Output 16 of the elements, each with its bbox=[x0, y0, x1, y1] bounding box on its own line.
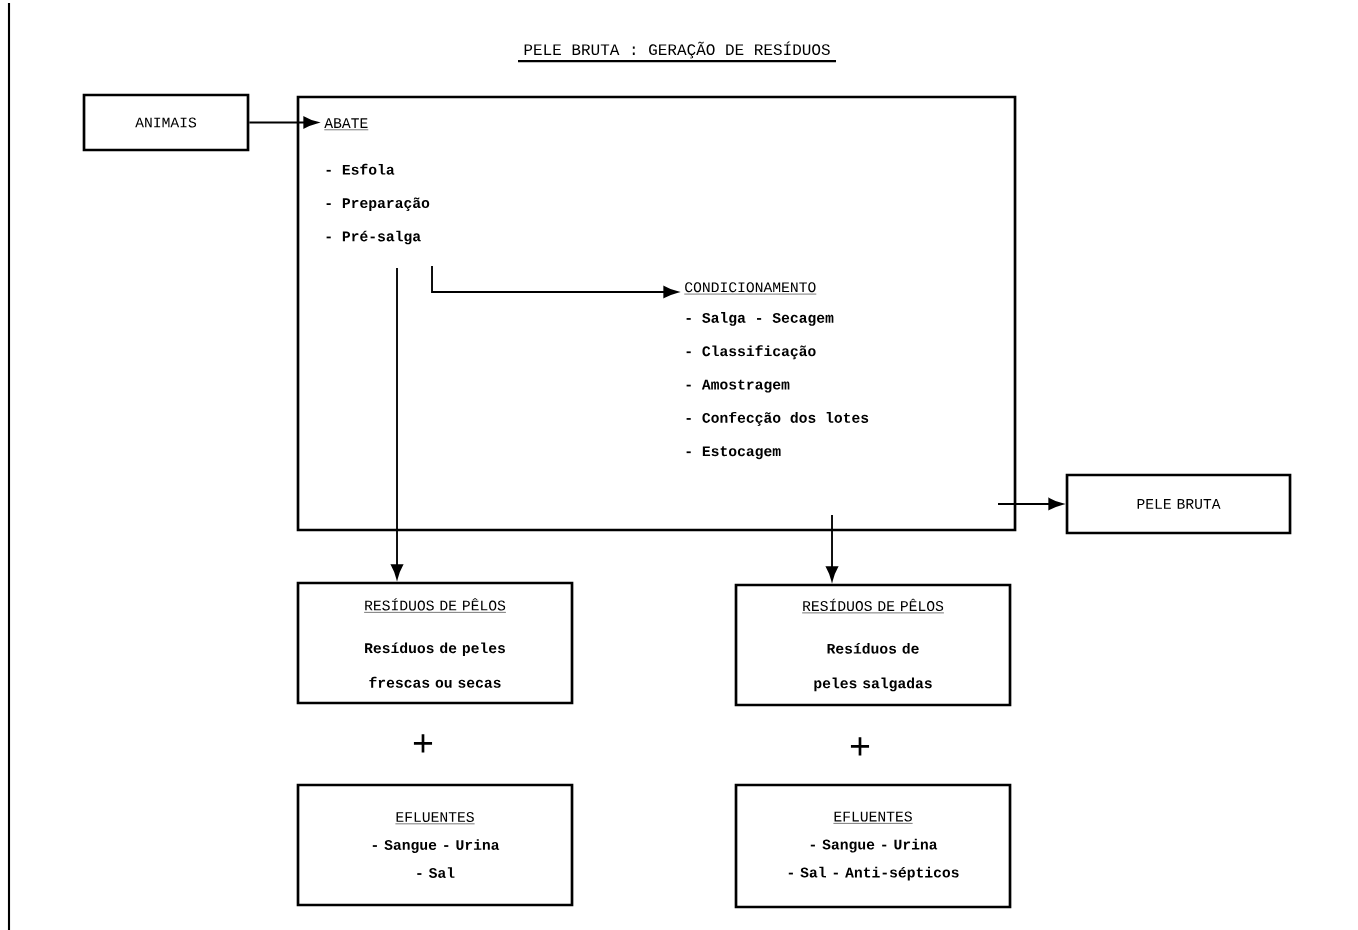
process-box: ANIMAIS bbox=[82, 93, 250, 152]
plus-sign: + bbox=[413, 734, 433, 753]
effluent-box: EFLUENTES - Sangue - Urina - Sal - Anti-sépticos bbox=[734, 783, 1012, 909]
arrow bbox=[997, 498, 1063, 510]
residue-box: RESÍDUOS DE PÊLOS Resíduos de peles frescas ou secas bbox=[296, 581, 574, 705]
arrow bbox=[431, 265, 678, 298]
arrow bbox=[826, 514, 838, 581]
title: PELE BRUTA : GERAÇÃO DE RESÍDUOS bbox=[524, 41, 830, 59]
arrow bbox=[391, 267, 403, 579]
process-box: PELE BRUTA bbox=[1065, 473, 1292, 535]
effluent-box: EFLUENTES - Sangue - Urina - Sal bbox=[296, 783, 574, 907]
residue-box: RESÍDUOS DE PÊLOS Resíduos de peles salgadas bbox=[734, 583, 1012, 707]
step-list: CONDICIONAMENTO - Salga - Secagem - Classificação - Amostragem - Confecção dos lotes - Estocagem bbox=[684, 282, 869, 460]
step-list: ABATE - Esfola - Preparação - Pré-salga bbox=[324, 118, 430, 245]
plus-sign: + bbox=[850, 737, 870, 756]
process-frame bbox=[296, 95, 1017, 532]
